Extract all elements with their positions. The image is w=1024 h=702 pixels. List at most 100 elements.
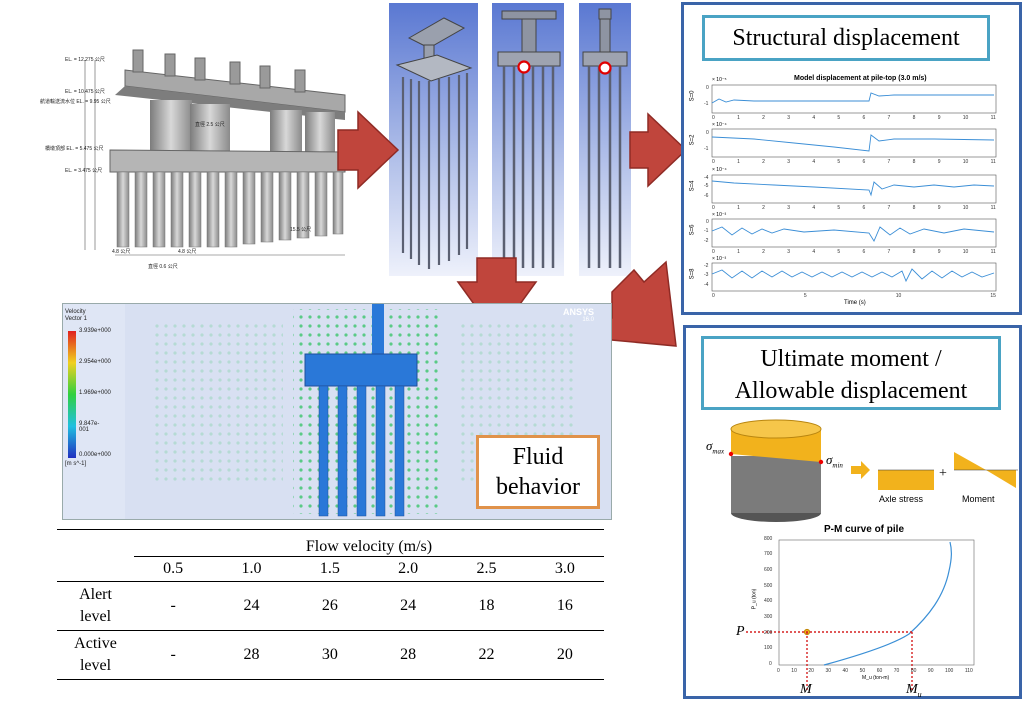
sigma-min-label: σmin [826,452,843,470]
elevation-label: EL. = 3.475 公尺 [65,168,103,174]
y-tick: -6 [704,193,709,199]
elevation-label: EL. = 10.475 公尺 [65,89,105,95]
fluid-behavior-label: Fluid behavior [476,435,600,509]
arrow-right-icon [851,461,870,479]
y-tick: 0 [706,130,709,136]
pier-drawing [84,49,346,256]
dim-label: 15.5 公尺 [290,227,312,233]
structural-displacement-panel: Structural displacement Model displaceme… [681,2,1022,315]
model-panel-side [579,3,631,276]
pm-y-tick: 400 [764,598,773,604]
threshold-table: Flow velocity (m/s) 0.5 1.0 1.5 2.0 2.5 … [57,529,604,680]
velocity-header: 2.5 [476,560,497,577]
y-tick: -1 [704,101,709,107]
pm-y-tick: 0 [769,661,772,667]
x-axis-label: Time (s) [844,300,866,306]
row-label-s4: S=4 [689,180,696,192]
ultimate-title-box: Ultimate moment / Allowable displacement [701,336,1001,410]
pm-y-tick: 100 [764,645,773,651]
elevation-label: 橋墩頂部 EL. = 5.475 公尺 [45,146,104,152]
axle-stress-label: Axle stress [879,494,924,504]
plus-sign: + [939,466,947,481]
elevation-label: EL. = 12.275 公尺 [65,57,105,63]
pm-y-tick: 300 [764,614,773,620]
pm-chart [778,539,975,666]
structural-title: Structural displacement [732,25,960,51]
ultimate-title-line2: Allowable displacement [734,378,968,404]
legend-unit: [m s^-1] [65,461,87,467]
row-exponent: × 10⁻⁴ [712,122,727,128]
model-panel-front [492,3,564,276]
row-label-s0: S=0 [689,90,696,102]
pm-y-tick: 500 [764,583,773,589]
fluid-field [68,304,611,519]
legend-value: 0.000e+000 [79,452,111,458]
sigma-max-label: σmax [706,438,725,456]
velocity-header: 0.5 [163,560,184,577]
p-label: P [736,624,745,639]
fluid-panel: Velocity Vector 1 3.939e+000 2.954e+000 … [62,303,612,520]
legend-value: 2.954e+000 [79,359,111,365]
monitor-point-icon [598,61,612,75]
row-label-s2: S=2 [689,134,696,146]
row-exponent: × 10⁻³ [712,256,727,262]
mu-label: Mu [906,682,922,699]
y-tick: -4 [704,175,709,181]
displacement-plots [711,84,997,292]
pm-x-label: M_u (ton-m) [862,675,890,681]
legend-value: 1.969e+000 [79,390,111,396]
dim-label: 4.8 公尺 [112,249,131,255]
y-tick: -2 [704,263,709,269]
ansys-logo: ANSYS 16.0 [563,307,595,324]
row-exponent: × 10⁻⁴ [712,167,727,173]
dim-label: 直徑 0.6 公尺 [148,264,178,270]
dim-label: 4.8 公尺 [178,249,197,255]
y-tick: -1 [704,228,709,234]
legend-title: Velocity [65,309,86,315]
pm-y-tick: 600 [764,567,773,573]
pm-y-tick: 700 [764,551,773,557]
legend-value: 3.939e+000 [79,328,111,334]
row-label-s8: S=8 [689,268,696,280]
elevation-label: 航道輸送流水位 EL. = 9.95 公尺 [40,99,111,105]
pier-render [55,40,360,280]
m-label: M [800,682,812,697]
ultimate-moment-panel: Ultimate moment / Allowable displacement… [683,325,1022,699]
velocity-header: 3.0 [554,560,575,577]
y-tick: -3 [704,272,709,278]
velocity-header: 2.0 [398,560,419,577]
pm-chart-title: P-M curve of pile [824,524,905,535]
row-exponent: × 10⁻³ [712,212,727,218]
dim-label: 直徑 2.5 公尺 [195,122,225,128]
ultimate-title-line1: Ultimate moment / [760,346,942,372]
y-tick: -2 [704,238,709,244]
legend-value: 9.847e-001 [79,421,100,433]
y-tick: -1 [704,146,709,152]
table-header: Flow velocity (m/s) [134,530,604,557]
legend-subtitle: Vector 1 [65,315,88,322]
pm-y-tick: 800 [764,536,773,542]
y-tick: -5 [704,183,709,189]
row-label-s6: S=6 [689,224,696,236]
model-panel-3d [389,3,478,276]
structural-title-box: Structural displacement [702,15,990,61]
y-tick: 0 [706,85,709,91]
velocity-header: 1.0 [241,560,262,577]
arrow-right-icon [629,112,688,188]
pm-y-tick: 200 [764,630,773,636]
moment-label: Moment [962,494,995,504]
monitor-point-icon [517,60,531,74]
stress-diagram [728,419,1018,522]
y-tick: -4 [704,282,709,288]
row-exponent: × 10⁻⁵ [712,77,727,83]
y-tick: 0 [706,219,709,225]
velocity-header: 1.5 [319,560,340,577]
pm-y-label: P_u (ton) [751,588,758,610]
